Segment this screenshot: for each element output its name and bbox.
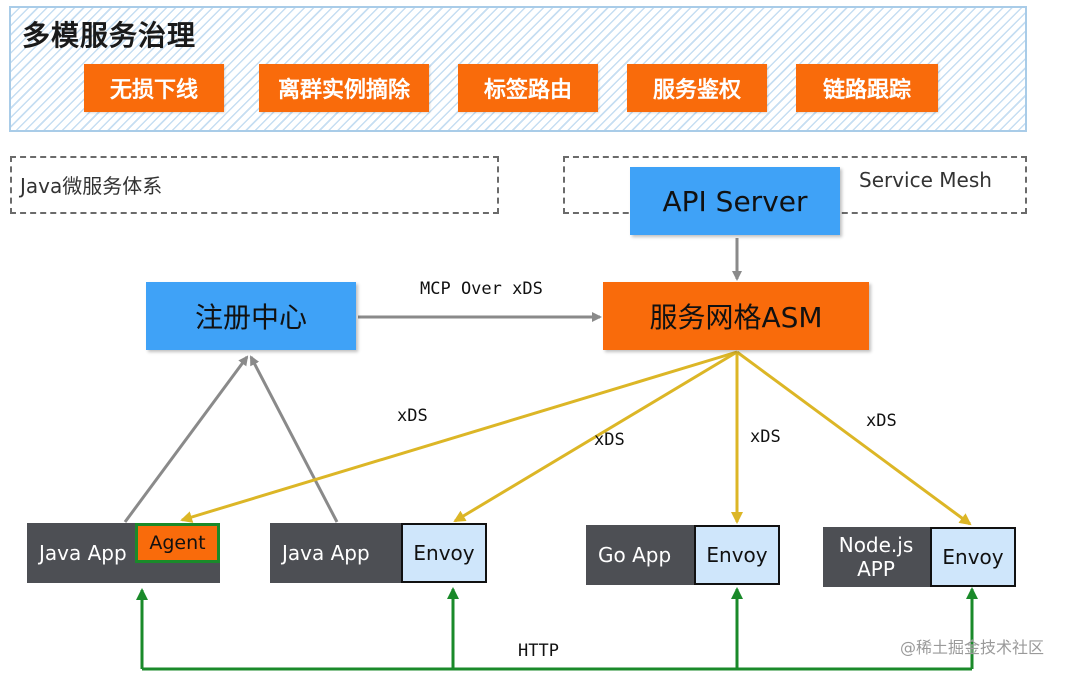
- node-app-name-line2: APP: [857, 557, 895, 581]
- xds-label-agent: xDS: [397, 406, 428, 426]
- feature-service-auth[interactable]: 服务鉴权: [627, 64, 767, 112]
- xds-label-node-envoy: xDS: [866, 411, 897, 431]
- service-mesh-label: Service Mesh: [859, 168, 992, 192]
- xds-label-java-envoy: xDS: [594, 430, 625, 450]
- java-app-agent-box[interactable]: Java App: [27, 523, 220, 583]
- feature-graceful-offline[interactable]: 无损下线: [84, 64, 224, 112]
- feature-tracing[interactable]: 链路跟踪: [796, 64, 938, 112]
- xds-to-agent-arrow: [180, 350, 738, 523]
- java-system-box: [10, 156, 499, 214]
- xds-label-go-envoy: xDS: [750, 427, 781, 447]
- go-app-name: Go App: [598, 543, 672, 567]
- xds-to-node-envoy-arrow: [736, 350, 972, 526]
- java-app-envoy-name: Java App: [282, 541, 370, 565]
- registry-node[interactable]: 注册中心: [146, 282, 356, 350]
- go-envoy-sidecar[interactable]: Envoy: [694, 525, 780, 585]
- java-app-agent-name: Java App: [39, 541, 127, 565]
- http-label: HTTP: [518, 641, 559, 661]
- node-app-name-line1: Node.js: [838, 533, 914, 557]
- feature-tag-routing[interactable]: 标签路由: [458, 64, 598, 112]
- java-envoy-to-registry-arrow: [249, 355, 339, 523]
- java-agent-to-registry-arrow: [123, 355, 249, 523]
- api-server-node[interactable]: API Server: [630, 167, 840, 235]
- node-app-name: Node.js APP: [823, 533, 929, 581]
- watermark: @稀土掘金技术社区: [900, 638, 1045, 657]
- agent-sidecar[interactable]: Agent: [135, 523, 220, 563]
- java-system-label: Java微服务体系: [20, 174, 163, 198]
- mcp-over-xds-label: MCP Over xDS: [420, 279, 543, 299]
- feature-outlier-ejection[interactable]: 离群实例摘除: [259, 64, 429, 112]
- xds-to-java-envoy-arrow: [453, 350, 738, 523]
- governance-title: 多模服务治理: [22, 19, 197, 52]
- asm-node[interactable]: 服务网格ASM: [603, 282, 869, 350]
- node-envoy-sidecar[interactable]: Envoy: [930, 527, 1016, 587]
- java-envoy-sidecar[interactable]: Envoy: [401, 523, 487, 583]
